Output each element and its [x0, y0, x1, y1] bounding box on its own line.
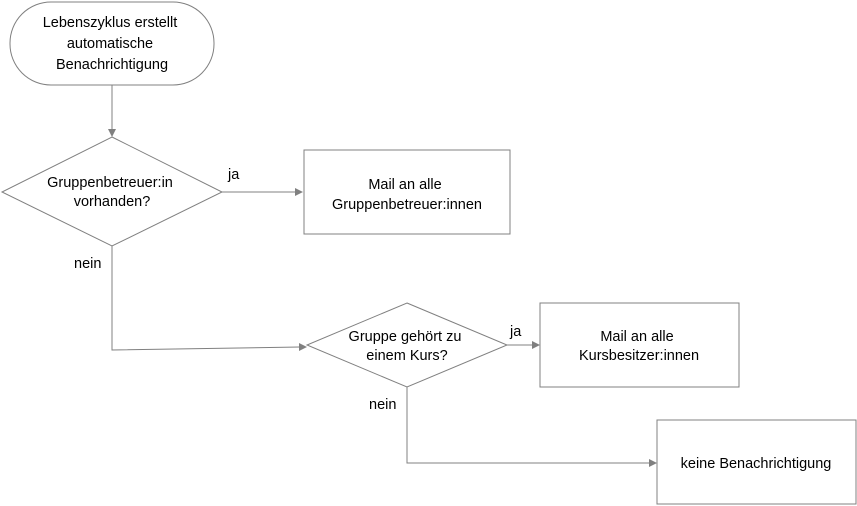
action-1-node: Mail an alle Gruppenbetreuer:innen — [303, 149, 511, 235]
edge-label-decision-2-no: nein — [369, 397, 396, 413]
start-node: Lebenszyklus erstellt automatische Benac… — [9, 1, 215, 86]
action-2-node: Mail an alle Kursbesitzer:innen — [539, 302, 740, 388]
edge-label-decision-2-yes: ja — [509, 324, 522, 340]
connector-decision-1-yes: ja — [222, 167, 303, 196]
decision-1-node: Gruppenbetreuer:in vorhanden? — [0, 136, 224, 247]
action-2-line-2: Kursbesitzer:innen — [579, 348, 699, 364]
action-1-shape — [303, 149, 511, 235]
decision-1-shape — [0, 136, 224, 247]
connector-decision-2-no: nein — [369, 387, 657, 467]
decision-2-line-2: einem Kurs? — [366, 348, 447, 364]
start-node-line-3: Benachrichtigung — [56, 57, 168, 73]
action-1-line-1: Mail an alle — [368, 177, 441, 193]
action-1-line-2: Gruppenbetreuer:innen — [332, 197, 482, 213]
arrowhead-icon — [532, 341, 540, 349]
action-2-shape — [539, 302, 740, 388]
action-2-label: Mail an alle Kursbesitzer:innen — [579, 329, 699, 364]
action-3-shape — [656, 419, 857, 505]
arrowhead-icon — [108, 129, 116, 137]
decision-2-line-1: Gruppe gehört zu — [349, 329, 462, 345]
connector-start-to-decision-1 — [108, 85, 116, 137]
connector-decision-2-yes: ja — [507, 324, 540, 349]
connector-decision-2-no-line — [406, 387, 650, 464]
decision-2-node: Gruppe gehört zu einem Kurs? — [305, 302, 509, 388]
action-3-line-1: keine Benachrichtigung — [681, 456, 832, 472]
edge-label-decision-1-yes: ja — [227, 167, 240, 183]
action-2-line-1: Mail an alle — [600, 329, 673, 345]
action-1-label: Mail an alle Gruppenbetreuer:innen — [332, 177, 482, 213]
decision-1-label: Gruppenbetreuer:in vorhanden? — [47, 175, 177, 210]
decision-2-label: Gruppe gehört zu einem Kurs? — [349, 329, 466, 364]
connector-decision-1-no: nein — [74, 246, 307, 351]
decision-1-line-2: vorhanden? — [74, 194, 151, 210]
action-3-label: keine Benachrichtigung — [681, 456, 832, 472]
action-3-node: keine Benachrichtigung — [656, 419, 857, 505]
arrowhead-icon — [299, 343, 307, 351]
start-node-line-1: Lebenszyklus erstellt — [43, 15, 178, 31]
edge-label-decision-1-no: nein — [74, 256, 101, 272]
start-node-line-2: automatische — [67, 36, 153, 52]
decision-2-shape — [305, 302, 509, 388]
arrowhead-icon — [649, 459, 657, 467]
arrowhead-icon — [295, 188, 303, 196]
connector-decision-1-no-line — [111, 246, 301, 351]
start-node-label: Lebenszyklus erstellt automatische Benac… — [43, 15, 182, 73]
decision-1-line-1: Gruppenbetreuer:in — [47, 175, 173, 191]
